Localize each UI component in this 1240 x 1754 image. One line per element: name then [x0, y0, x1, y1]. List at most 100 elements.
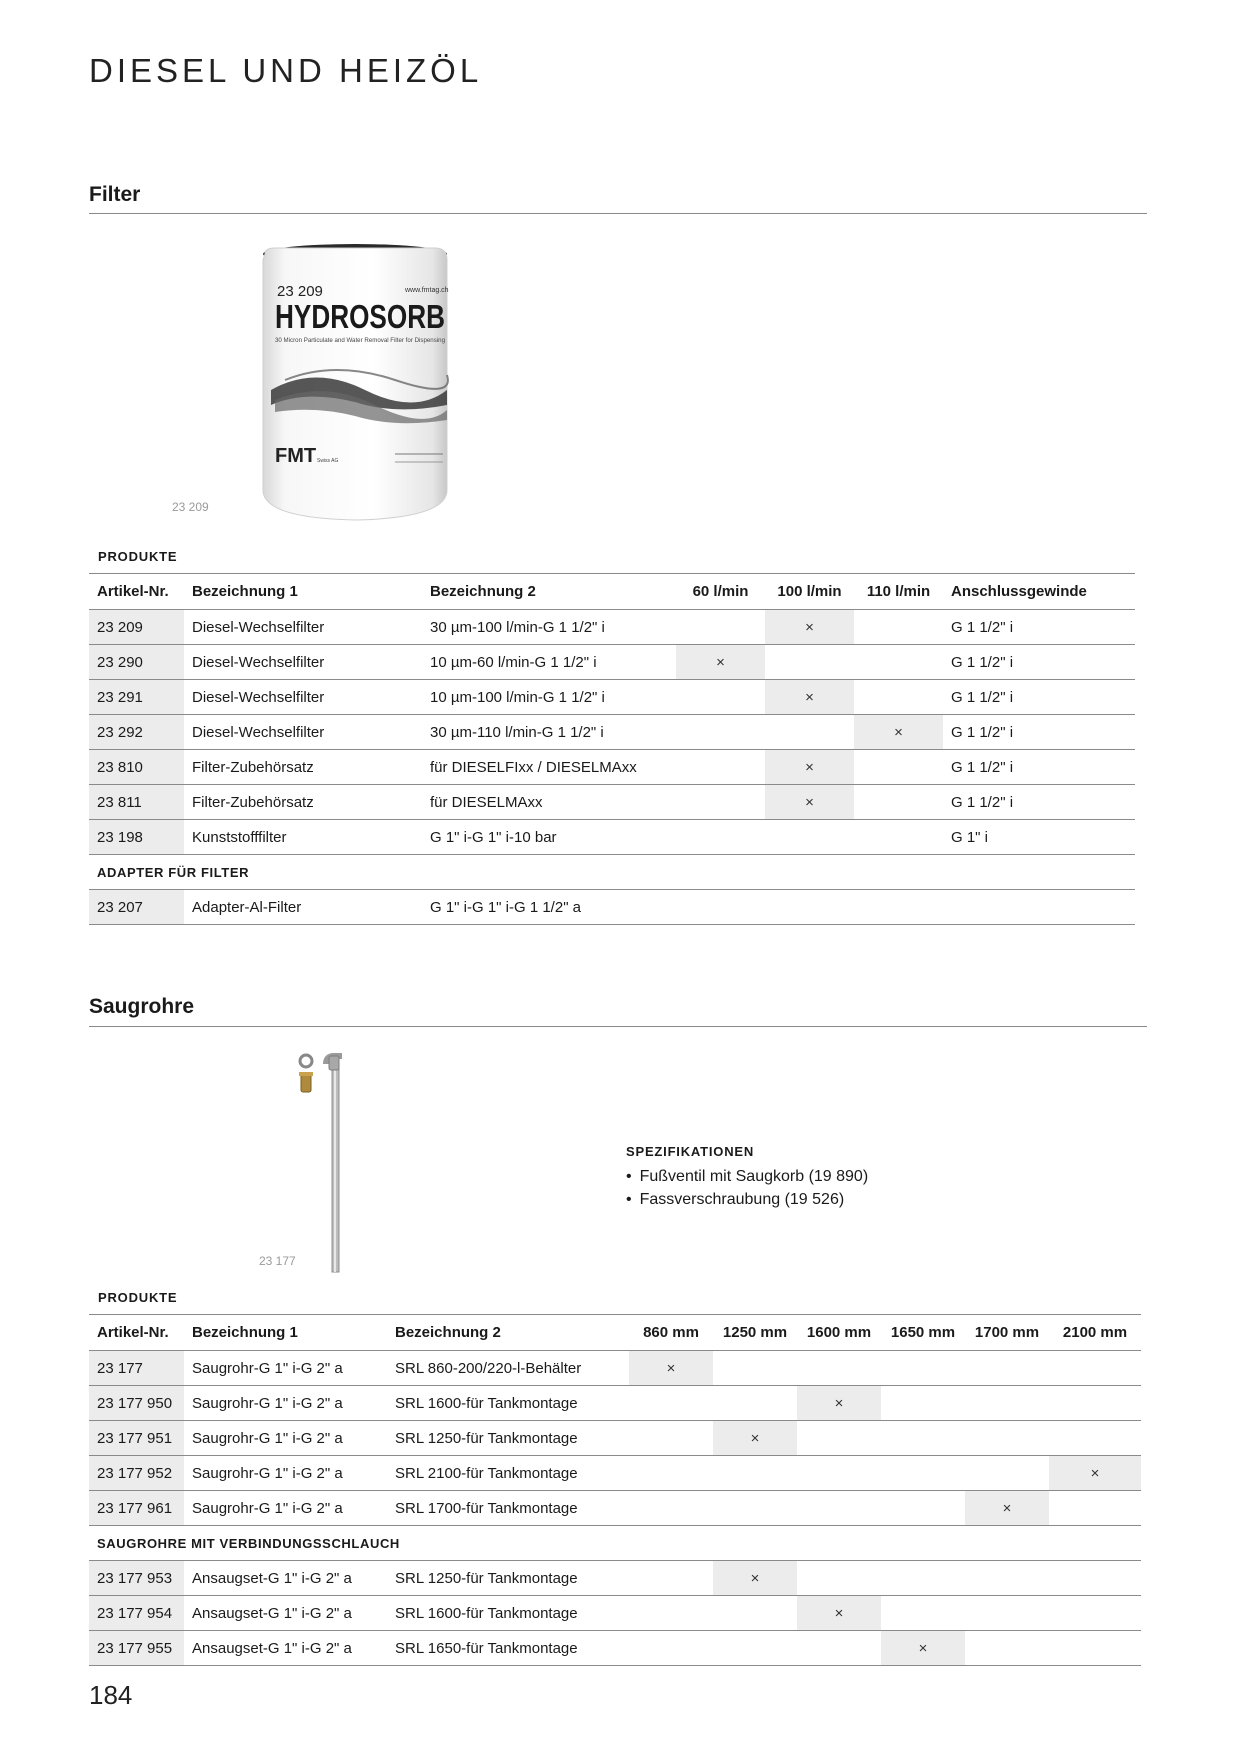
option-cell: × — [881, 1630, 965, 1666]
designation-2: 10 µm-60 l/min-G 1 1/2" i — [422, 644, 676, 680]
article-number: 23 207 — [89, 889, 184, 925]
option-cell — [713, 1630, 797, 1666]
option-cell: × — [797, 1385, 881, 1421]
designation-1: Filter-Zubehörsatz — [184, 749, 422, 785]
filter-label-brand: HYDROSORB — [275, 298, 445, 335]
cross-mark-icon: × — [834, 1394, 844, 1412]
article-number: 23 810 — [89, 749, 184, 785]
option-cell — [629, 1630, 713, 1666]
option-cell: × — [765, 749, 854, 785]
designation-1: Saugrohr-G 1" i-G 2" a — [184, 1385, 387, 1421]
specifications-title: SPEZIFIKATIONEN — [626, 1144, 755, 1159]
option-cell: × — [713, 1420, 797, 1456]
filter-label-logo: FMT — [275, 445, 316, 467]
option-cell: × — [965, 1490, 1049, 1526]
table-header-row: Artikel-Nr. Bezeichnung 1 Bezeichnung 2 … — [89, 573, 1135, 610]
designation-2: SRL 1700-für Tankmontage — [387, 1490, 629, 1526]
option-cell — [1049, 1630, 1141, 1666]
option-cell — [765, 714, 854, 750]
connection-thread: G 1 1/2" i — [943, 609, 1135, 645]
option-cell: × — [1049, 1455, 1141, 1491]
option-cell — [881, 1490, 965, 1526]
designation-2: G 1" i-G 1" i-G 1 1/2" a — [422, 889, 676, 925]
section-divider — [89, 213, 1147, 214]
connection-thread: G 1" i — [943, 819, 1135, 855]
option-cell: × — [765, 784, 854, 820]
option-cell — [1049, 1560, 1141, 1596]
option-cell — [713, 1490, 797, 1526]
option-cell — [797, 1420, 881, 1456]
connection-thread — [943, 889, 1135, 925]
designation-2: 30 µm-100 l/min-G 1 1/2" i — [422, 609, 676, 645]
option-cell — [1049, 1350, 1141, 1386]
article-number: 23 198 — [89, 819, 184, 855]
filter-product-table: Artikel-Nr. Bezeichnung 1 Bezeichnung 2 … — [89, 573, 1135, 925]
designation-1: Ansaugset-G 1" i-G 2" a — [184, 1595, 387, 1631]
option-cell — [676, 889, 765, 925]
option-cell — [1049, 1490, 1141, 1526]
specifications-block: SPEZIFIKATIONEN Fußventil mit Saugkorb (… — [626, 1144, 1026, 1211]
option-cell — [713, 1455, 797, 1491]
filter-image-caption: 23 209 — [172, 500, 209, 514]
option-cell — [629, 1490, 713, 1526]
article-number: 23 177 952 — [89, 1455, 184, 1491]
option-cell: × — [854, 714, 943, 750]
option-cell — [765, 889, 854, 925]
designation-1: Saugrohr-G 1" i-G 2" a — [184, 1350, 387, 1386]
saugrohre-product-table: Artikel-Nr. Bezeichnung 1 Bezeichnung 2 … — [89, 1314, 1141, 1666]
option-cell: × — [676, 644, 765, 680]
option-cell — [965, 1420, 1049, 1456]
subgroup-label: SAUGROHRE MIT VERBINDUNGSSCHLAUCH — [89, 1525, 1141, 1561]
option-cell — [1049, 1595, 1141, 1631]
cross-mark-icon: × — [666, 1359, 676, 1377]
designation-1: Saugrohr-G 1" i-G 2" a — [184, 1420, 387, 1456]
option-cell — [676, 819, 765, 855]
option-cell — [854, 644, 943, 680]
option-cell — [629, 1385, 713, 1421]
filter-label-subtitle: 30 Micron Particulate and Water Removal … — [275, 338, 445, 344]
option-cell — [854, 679, 943, 715]
option-cell — [854, 889, 943, 925]
option-cell — [854, 609, 943, 645]
article-number: 23 292 — [89, 714, 184, 750]
article-number: 23 177 950 — [89, 1385, 184, 1421]
article-number: 23 290 — [89, 644, 184, 680]
cross-mark-icon: × — [805, 688, 814, 706]
article-number: 23 177 961 — [89, 1490, 184, 1526]
designation-1: Diesel-Wechselfilter — [184, 644, 422, 680]
option-cell — [713, 1350, 797, 1386]
option-cell: × — [765, 679, 854, 715]
column-header-110: 110 l/min — [854, 573, 943, 610]
section-title-saugrohre: Saugrohre — [89, 995, 195, 1018]
cross-mark-icon: × — [1090, 1464, 1100, 1482]
option-cell — [881, 1560, 965, 1596]
option-cell — [965, 1350, 1049, 1386]
option-cell: × — [713, 1560, 797, 1596]
filter-label-number: 23 209 — [277, 283, 323, 300]
connection-thread: G 1 1/2" i — [943, 679, 1135, 715]
section-title-filter: Filter — [89, 183, 141, 206]
cross-mark-icon: × — [750, 1429, 760, 1447]
article-number: 23 209 — [89, 609, 184, 645]
designation-2: G 1" i-G 1" i-10 bar — [422, 819, 676, 855]
option-cell — [629, 1455, 713, 1491]
option-cell — [676, 749, 765, 785]
subgroup-row: ADAPTER FÜR FILTER — [89, 854, 1135, 890]
column-header-2100: 2100 mm — [1049, 1314, 1141, 1351]
option-cell — [881, 1350, 965, 1386]
option-cell — [854, 784, 943, 820]
option-cell — [676, 714, 765, 750]
designation-1: Diesel-Wechselfilter — [184, 679, 422, 715]
cross-mark-icon: × — [750, 1569, 760, 1587]
section-divider — [89, 1026, 1147, 1027]
designation-2: SRL 1650-für Tankmontage — [387, 1630, 629, 1666]
option-cell — [797, 1350, 881, 1386]
column-header-bez1: Bezeichnung 1 — [184, 1314, 387, 1351]
option-cell: × — [797, 1595, 881, 1631]
designation-2: für DIESELFIxx / DIESELMAxx — [422, 749, 676, 785]
